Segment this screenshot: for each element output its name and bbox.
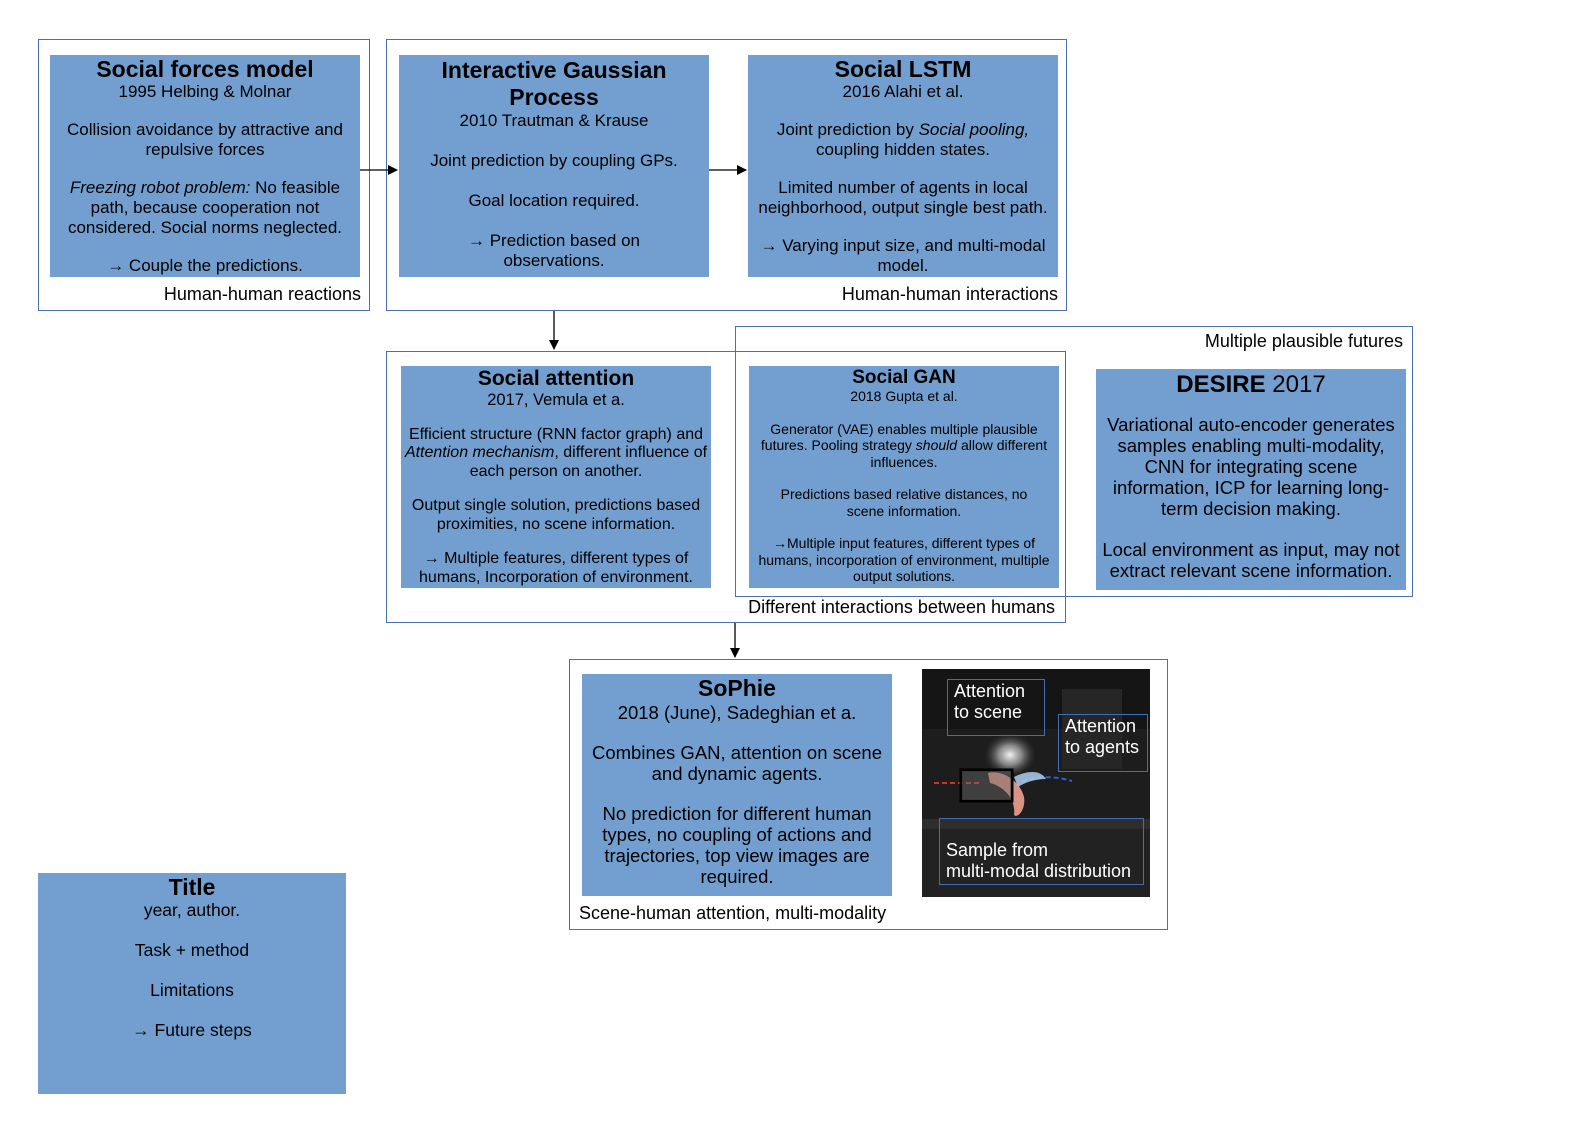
box-limitations: Output single solution, predictions base…: [411, 497, 701, 533]
scene-illustration: [922, 669, 1150, 897]
group-label: Human-human interactions: [841, 284, 1058, 304]
box-limitations: Local environment as input, may not extr…: [1102, 539, 1400, 581]
box-title-line: DESIRE 2017: [1096, 370, 1406, 400]
legend-future-steps: → Future steps: [132, 1020, 252, 1040]
group-scene-human-attention: Scene-human attention, multi-modality: [569, 659, 1168, 930]
box-social-attention: Social attention 2017, Vemula et a. Effi…: [401, 366, 711, 588]
box-year-author: 2018 (June), Sadeghian et a.: [617, 702, 857, 723]
box-task-method: Efficient structure (RNN factor graph) a…: [401, 426, 711, 482]
attention-to-agents-label: Attention to agents: [1058, 714, 1148, 772]
legend-box: Title year, author. Task + method Limita…: [38, 873, 346, 1094]
box-title: Social attention: [477, 367, 635, 390]
box-task-method: Combines GAN, attention on scene and dyn…: [592, 742, 882, 784]
task-text: Generator (VAE) enables multiple plausib…: [760, 420, 1038, 454]
box-limitations: No prediction for different human types,…: [602, 803, 872, 887]
box-desire: DESIRE 2017 Variational auto-encoder gen…: [1096, 369, 1406, 590]
box-interactive-gaussian-process: Interactive Gaussian Process 2010 Trautm…: [399, 55, 709, 277]
task-emphasis: should: [915, 437, 958, 453]
sophie-scene-image: Attention to scene Attention to agents S…: [922, 669, 1150, 897]
legend-year-author: year, author.: [143, 900, 241, 920]
group-label: Human-human reactions: [163, 284, 361, 304]
legend-limitations: Limitations: [150, 980, 234, 1000]
box-future-steps: →Multiple input features, different type…: [758, 535, 1050, 584]
task-text: , different influence of each person on …: [469, 444, 708, 480]
task-text: Efficient structure (RNN factor graph) a…: [408, 425, 704, 443]
box-task-method: Generator (VAE) enables multiple plausib…: [749, 421, 1059, 471]
group-human-human-reactions: Human-human reactions: [38, 39, 370, 311]
limitation-emphasis: Freezing robot problem:: [69, 178, 251, 197]
box-limitations: Goal location required.: [468, 191, 640, 210]
box-year-author: 2018 Gupta et al.: [850, 388, 958, 404]
box-task-method: Joint prediction by Social pooling, coup…: [748, 120, 1058, 160]
legend-task-method: Task + method: [134, 940, 250, 960]
box-sophie: SoPhie 2018 (June), Sadeghian et a. Comb…: [582, 674, 892, 896]
box-year: 2017: [1265, 371, 1326, 398]
box-year-author: 2017, Vemula et a.: [487, 391, 625, 409]
box-task-method: Joint prediction by coupling GPs.: [430, 151, 678, 170]
box-title: Social LSTM: [834, 56, 972, 82]
box-social-lstm: Social LSTM 2016 Alahi et al. Joint pred…: [748, 55, 1058, 277]
box-future-steps: → Varying input size, and multi-modal mo…: [760, 236, 1046, 275]
limitation-text: No feasible path, because cooperation no…: [67, 178, 343, 237]
task-text: coupling hidden states.: [816, 140, 990, 159]
group-different-interactions: Different interactions between humans: [386, 351, 1066, 623]
box-year-author: 2010 Trautman & Krause: [459, 111, 649, 130]
group-label: Scene-human attention, multi-modality: [579, 903, 887, 923]
sample-distribution-label: Sample from multi-modal distribution: [939, 818, 1144, 885]
box-limitations: Freezing robot problem: No feasible path…: [50, 178, 360, 238]
task-text: Joint prediction by: [776, 120, 919, 139]
box-year-author: 2016 Alahi et al.: [842, 82, 964, 101]
box-title: Interactive Gaussian Process: [441, 57, 667, 110]
task-emphasis: Social pooling,: [918, 120, 1030, 139]
box-limitations: Predictions based relative distances, no…: [780, 486, 1028, 519]
box-social-gan: Social GAN 2018 Gupta et al. Generator (…: [749, 366, 1059, 588]
legend-title: Title: [168, 874, 216, 900]
box-task-method: Variational auto-encoder generates sampl…: [1107, 414, 1395, 519]
task-text: allow different influences.: [870, 437, 1048, 470]
group-label: Multiple plausible futures: [1204, 331, 1403, 351]
box-title: Social GAN: [852, 367, 956, 388]
task-emphasis: Attention mechanism: [404, 444, 555, 461]
box-future-steps: → Couple the predictions.: [107, 256, 303, 275]
group-human-human-interactions: Human-human interactions: [386, 39, 1067, 311]
box-year-author: 1995 Helbing & Molnar: [118, 82, 292, 101]
box-social-forces-model: Social forces model 1995 Helbing & Molna…: [50, 55, 360, 277]
group-label: Different interactions between humans: [748, 597, 1055, 617]
box-future-steps: → Multiple features, different types of …: [419, 550, 693, 586]
attention-to-scene-label: Attention to scene: [947, 679, 1045, 736]
box-title: SoPhie: [698, 675, 776, 701]
box-limitations: Limited number of agents in local neighb…: [758, 178, 1048, 217]
box-title: DESIRE: [1176, 371, 1266, 398]
group-multiple-plausible-futures: Multiple plausible futures: [735, 326, 1413, 597]
box-future-steps: → Prediction based on observations.: [468, 231, 640, 270]
box-title: Social forces model: [96, 56, 314, 82]
box-task-method: Collision avoidance by attractive and re…: [67, 120, 343, 159]
